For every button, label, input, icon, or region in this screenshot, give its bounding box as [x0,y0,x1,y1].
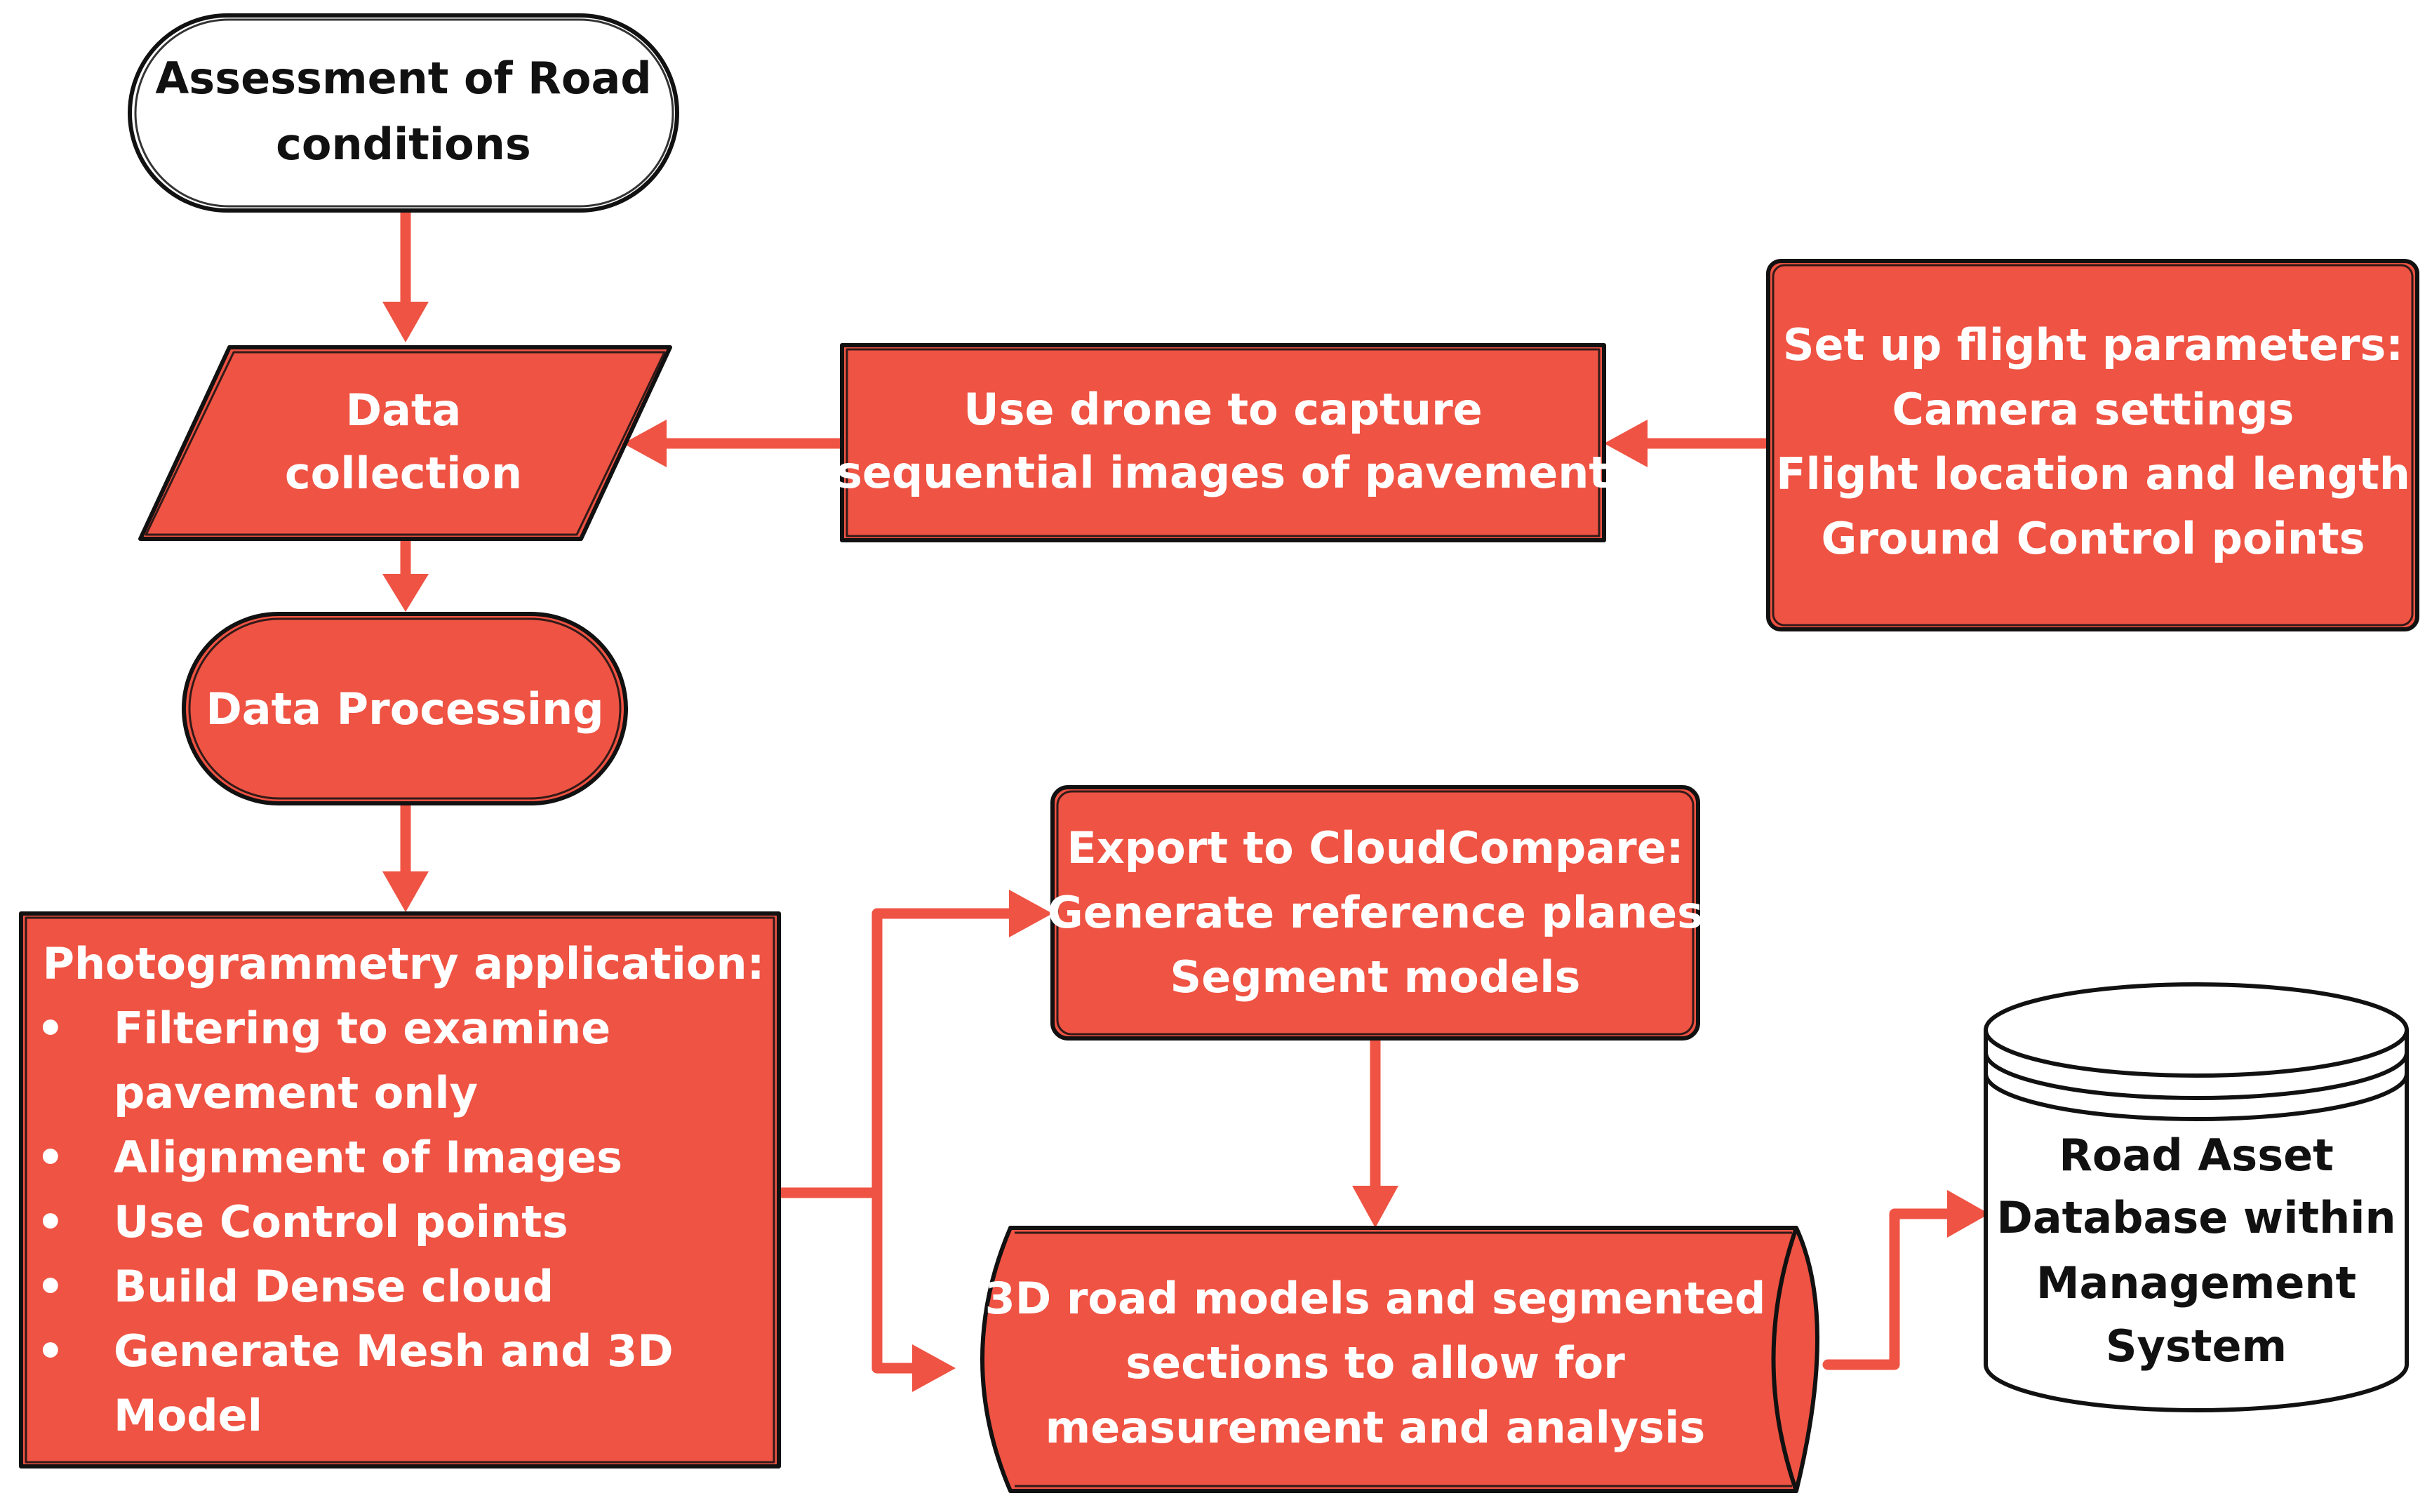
node-flight-label-line-2: Camera settings [1892,384,2294,435]
edge-cloudcompare-to-models [1352,1033,1398,1228]
node-cloudcompare: Export to CloudCompare: Generate referen… [1048,785,1703,1041]
photogrammetry-item-1: Filtering to examine [114,1003,610,1054]
node-3d-models: 3D road models and segmented sections to… [980,1226,1819,1493]
node-start-terminal: Assessment of Road conditions [128,13,679,213]
photogrammetry-item-5: Generate Mesh and 3D [114,1325,674,1377]
node-models-label-line-2: sections to allow for [1125,1337,1625,1389]
node-data-processing: Data Processing [182,612,628,805]
photogrammetry-bullet-3: • [36,1196,65,1247]
edge-flight-to-drone [1604,420,1774,467]
node-photogrammetry-title: Photogrammetry application: [43,938,765,989]
photogrammetry-bullet-4: • [36,1261,65,1312]
node-database-label-line-1: Road Asset [2059,1130,2334,1181]
node-models-label-line-3: measurement and analysis [1045,1402,1706,1453]
node-start-label-line-1: Assessment of Road [155,53,651,104]
photogrammetry-item-2: Alignment of Images [114,1132,622,1183]
photogrammetry-item-1-cont: pavement only [114,1067,478,1118]
node-cloudcompare-label-line-1: Export to CloudCompare: [1067,822,1683,874]
node-data-collection-label-line-1: Data [346,384,462,436]
node-models-label-line-1: 3D road models and segmented [985,1273,1766,1324]
node-cloudcompare-label-line-3: Segment models [1170,951,1581,1003]
edge-drone-to-data-collection [623,420,848,467]
node-cloudcompare-label-line-2: Generate reference planes [1048,887,1703,938]
edge-models-to-database [1822,1190,1989,1370]
node-flight-label-line-1: Set up flight parameters: [1783,319,2403,370]
edge-start-to-data-collection [382,205,429,342]
photogrammetry-item-4: Build Dense cloud [114,1261,554,1312]
node-flight-label-line-4: Ground Control points [1821,513,2365,564]
node-drone-label-line-2: sequential images of pavement [836,447,1610,498]
photogrammetry-item-3: Use Control points [114,1196,568,1247]
node-drone-capture: Use drone to capture sequential images o… [836,343,1610,542]
node-flight-label-line-3: Flight location and length [1776,448,2410,500]
edge-photogrammetry-branch [773,890,1053,1392]
node-data-collection: Data collection [138,345,672,541]
node-photogrammetry: Photogrammetry application: • Filtering … [19,911,781,1468]
photogrammetry-bullet-5: • [36,1325,65,1377]
node-processing-label: Data Processing [206,683,603,735]
edge-data-collection-to-processing [382,533,429,612]
edges [382,205,1989,1392]
node-database-label-line-2: Database within [1996,1192,2396,1243]
node-database-label-line-3: Management [2036,1257,2356,1309]
node-data-collection-label-line-2: collection [285,448,522,499]
node-flight-parameters: Set up flight parameters: Camera setting… [1766,259,2419,631]
photogrammetry-bullet-2: • [36,1132,65,1183]
node-drone-label-line-1: Use drone to capture [963,384,1482,435]
edge-processing-to-photogrammetry [382,798,429,912]
node-start-label-line-2: conditions [276,119,531,170]
node-database-label-line-4: System [2106,1320,2287,1372]
node-database: Road Asset Database within Management Sy… [1984,982,2409,1412]
photogrammetry-bullet-1: • [36,1003,65,1054]
photogrammetry-item-5-cont: Model [114,1390,262,1441]
